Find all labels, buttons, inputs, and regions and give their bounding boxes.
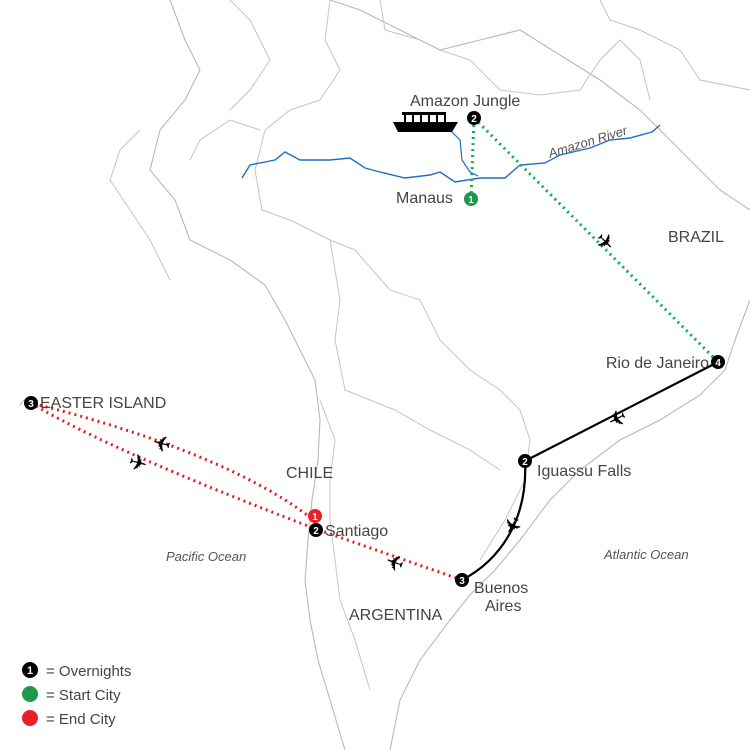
city-label: Buenos	[474, 580, 528, 597]
overnight-count: 2	[313, 526, 319, 537]
country-label-chile: CHILE	[286, 465, 333, 482]
legend-overnight-symbol: 1	[27, 665, 33, 677]
airplane-icon: ✈	[603, 403, 631, 434]
country-label-brazil: BRAZIL	[668, 229, 724, 246]
city-label: Aires	[485, 598, 521, 615]
legend-end-city: = End City	[46, 711, 116, 728]
airplane-icon: ✈	[126, 449, 150, 478]
overnight-count: 3	[459, 576, 465, 587]
city-buenos-aires[interactable]: Buenos Aires 3	[455, 573, 528, 615]
city-easter-island[interactable]: 3 EASTER ISLAND	[24, 395, 166, 412]
city-label: Manaus	[396, 190, 453, 207]
city-label: Iguassu Falls	[537, 463, 631, 480]
overnight-count: 4	[715, 358, 721, 369]
route-buenosaires-santiago	[315, 527, 463, 582]
riverboat-icon	[393, 112, 458, 132]
route-santiago-easter-out	[30, 401, 317, 524]
city-label: Amazon Jungle	[410, 93, 520, 110]
pacific-ocean-label: Pacific Ocean	[166, 549, 246, 564]
amazon-river-label: Amazon River	[546, 122, 630, 161]
airplane-icon: ✈	[382, 547, 408, 577]
city-label: EASTER ISLAND	[40, 395, 166, 412]
city-amazon-jungle[interactable]: Amazon Jungle 2	[410, 93, 520, 125]
amazon-river	[241, 124, 661, 183]
overnight-count: 2	[522, 457, 528, 468]
city-label: Rio de Janeiro	[606, 355, 709, 372]
legend-end-dot	[22, 710, 38, 726]
route-manaus-jungle	[469, 117, 476, 200]
legend-overnights: = Overnights	[46, 663, 131, 680]
city-rio-de-janeiro[interactable]: Rio de Janeiro 4	[606, 355, 725, 372]
airplane-icon: ✈	[497, 511, 528, 539]
route-rio-iguassu	[524, 361, 719, 462]
country-borders	[19, 0, 750, 750]
city-iguassu-falls[interactable]: Iguassu Falls 2	[518, 454, 631, 480]
route-iguassu-buenosaires	[461, 460, 527, 581]
route-lines	[30, 116, 720, 582]
overnight-count: 1	[468, 195, 474, 206]
city-manaus[interactable]: Manaus 1	[396, 190, 478, 207]
end-marker: 1	[312, 512, 318, 523]
airplane-icon: ✈	[150, 429, 174, 458]
overnight-count: 2	[471, 114, 477, 125]
legend-start-city: = Start City	[46, 687, 121, 704]
legend: 1 = Overnights = Start City = End City	[22, 662, 131, 728]
city-label: Santiago	[325, 523, 388, 540]
overnight-count: 3	[28, 399, 34, 410]
atlantic-ocean-label: Atlantic Ocean	[603, 547, 689, 562]
airplane-icon: ✈	[590, 227, 621, 258]
route-easter-santiago-back	[30, 401, 317, 531]
country-label-argentina: ARGENTINA	[349, 607, 443, 624]
legend-start-dot	[22, 686, 38, 702]
city-santiago[interactable]: 1 2 Santiago	[308, 509, 388, 540]
